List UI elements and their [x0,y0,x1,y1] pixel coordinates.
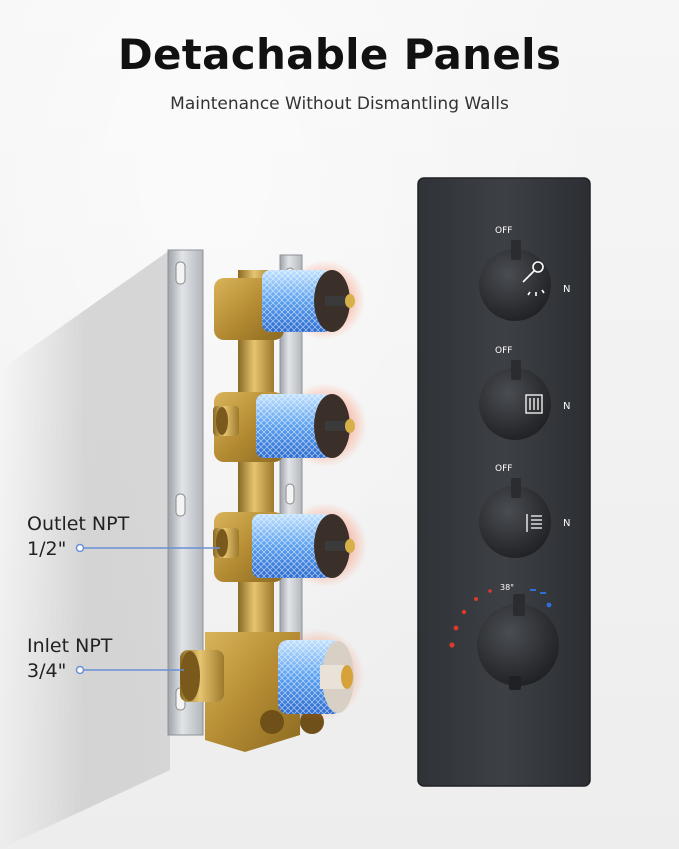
diverter-cartridges [252,260,367,587]
knob-1-off-label: OFF [495,226,512,236]
inlet-npt-size: 3/4" [27,660,67,682]
outlet-npt-label: Outlet NPT 1/2" [27,512,129,562]
temperature-scale [449,589,552,648]
knob-3-on-label: N [563,518,570,529]
page-title: Detachable Panels [117,30,562,79]
outlet-callout [75,543,220,553]
handheld-shower-icon [522,261,545,296]
inlet-npt-title: Inlet NPT [27,635,113,657]
knob-3-off-label: OFF [495,464,512,474]
thermostatic-body [180,629,364,752]
knob-2-on-label: N [563,401,570,412]
outlet-fittings [213,406,239,558]
thermostat-temp-label: 38° [500,583,514,592]
inlet-callout [75,665,184,675]
knob-2-off-label: OFF [495,346,512,356]
page-subtitle: Maintenance Without Dismantling Walls [170,94,509,114]
body-jet-icon [526,514,542,532]
rain-shower-icon [525,394,543,414]
inlet-npt-label: Inlet NPT 3/4" [27,634,112,684]
outlet-npt-title: Outlet NPT [27,513,130,535]
knob-1-on-label: N [563,284,570,295]
outlet-npt-size: 1/2" [27,538,67,560]
